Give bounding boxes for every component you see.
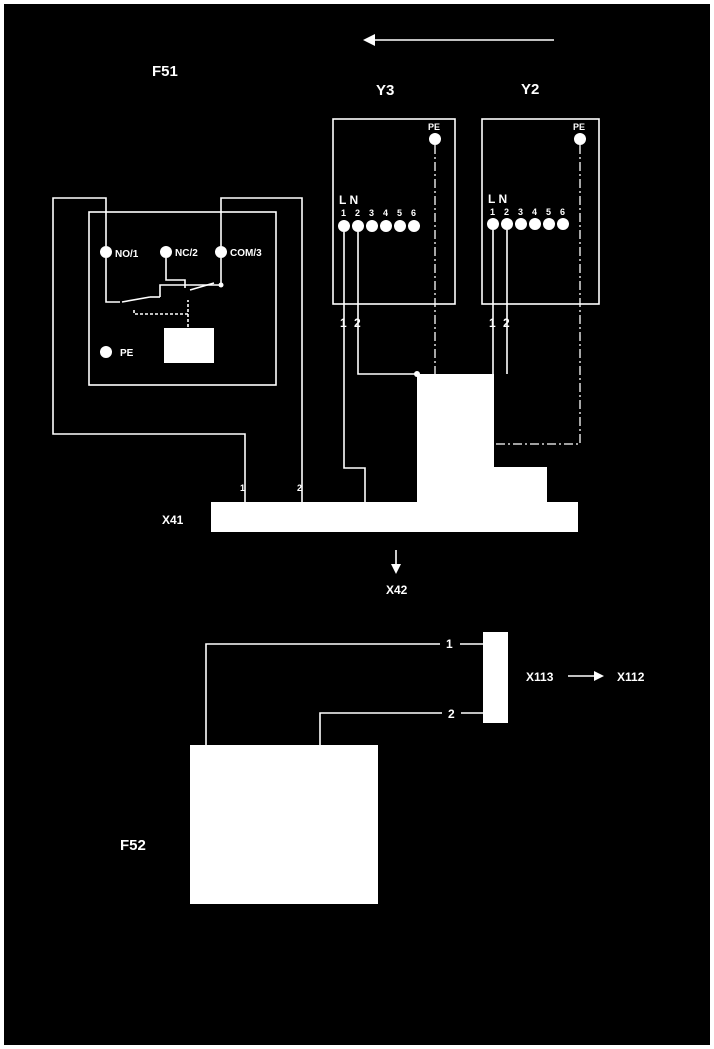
- valve-y2-ln-label: L N: [488, 192, 507, 206]
- valve-y2-pe-label: PE: [573, 122, 585, 132]
- valve-y3-pin-label-3: 3: [369, 208, 374, 218]
- valve-y2-pin-1: [487, 218, 499, 230]
- relay-label-com3: COM/3: [230, 248, 262, 259]
- wire-f52-1: [205, 643, 440, 745]
- relay-f51: NO/1 NC/2 COM/3 PE: [88, 211, 277, 386]
- valve-y2-pe-terminal: [574, 133, 586, 145]
- valve-y2-housing: [481, 118, 600, 305]
- wire-f51-no1: [52, 197, 246, 502]
- x113-wire-label-2: 2: [448, 707, 455, 721]
- wire-y3-n: [357, 232, 417, 375]
- label-x112: X112: [617, 670, 645, 684]
- valve-y3-pin-2: [352, 220, 364, 232]
- valve-y3-pin-6: [408, 220, 420, 232]
- valve-y2-pin-label-5: 5: [546, 207, 551, 217]
- terminal-bar-x41: [211, 502, 578, 532]
- valve-y2-pin-label-6: 6: [560, 207, 565, 217]
- valve-y2-pin-3: [515, 218, 527, 230]
- wire-f51-com3: [220, 197, 303, 502]
- wire-y3-l: [343, 232, 366, 502]
- relay-label-no1: NO/1: [115, 249, 139, 260]
- valve-y2-pin-label-1: 1: [490, 207, 495, 217]
- valve-y3-pin-label-5: 5: [397, 208, 402, 218]
- label-y2: Y2: [521, 81, 539, 98]
- valve-y3-pin-label-1: 1: [341, 208, 346, 218]
- valve-y2-pin-label-4: 4: [532, 207, 537, 217]
- wire-f52-2: [319, 712, 442, 745]
- valve-y2-pin-6: [557, 218, 569, 230]
- label-f51: F51: [152, 63, 178, 80]
- connector-x113: [483, 632, 508, 723]
- relay-housing: [88, 211, 277, 386]
- valve-y3-pin-1: [338, 220, 350, 232]
- flow-arrow-icon: [363, 34, 554, 46]
- x41-wire-label-1: 1: [240, 483, 245, 493]
- relay-terminal-nc2: [160, 246, 172, 258]
- valve-y3-pin-label-6: 6: [411, 208, 416, 218]
- valve-y2-pin-5: [543, 218, 555, 230]
- relay-terminal-no1: [100, 246, 112, 258]
- x41-wire-label-2: 2: [297, 483, 302, 493]
- label-y3: Y3: [376, 82, 394, 99]
- relay-label-nc2: NC/2: [175, 248, 198, 259]
- relay-coil: [164, 328, 214, 363]
- arrow-right-icon: [568, 671, 604, 681]
- valve-y3-pin-3: [366, 220, 378, 232]
- valve-y3-pin-label-2: 2: [355, 208, 360, 218]
- label-x113: X113: [526, 670, 554, 684]
- junction-block: [417, 374, 494, 504]
- x113-wire-label-1: 1: [446, 637, 453, 651]
- valve-y3-pin-4: [380, 220, 392, 232]
- valve-y3-pin-label-4: 4: [383, 208, 388, 218]
- label-x41: X41: [162, 513, 184, 527]
- relay-terminal-com3: [215, 246, 227, 258]
- valve-y2-pin-4: [529, 218, 541, 230]
- valve-y3-ln-label: L N: [339, 193, 358, 207]
- valve-y2-pin-label-2: 2: [504, 207, 509, 217]
- valve-y2-pin-2: [501, 218, 513, 230]
- label-f52: F52: [120, 837, 146, 854]
- junction-block-step: [494, 467, 547, 504]
- relay-label-pe: PE: [120, 348, 134, 359]
- arrow-down-icon: [391, 550, 401, 574]
- relay-pe-terminal: [100, 346, 112, 358]
- valve-y3-pe-terminal: [429, 133, 441, 145]
- valve-y2-pin-label-3: 3: [518, 207, 523, 217]
- valve-y3-pin-5: [394, 220, 406, 232]
- device-f52: [190, 745, 378, 904]
- label-x42: X42: [386, 583, 408, 597]
- valve-y3-housing: [332, 118, 456, 305]
- valve-y3-pe-label: PE: [428, 122, 440, 132]
